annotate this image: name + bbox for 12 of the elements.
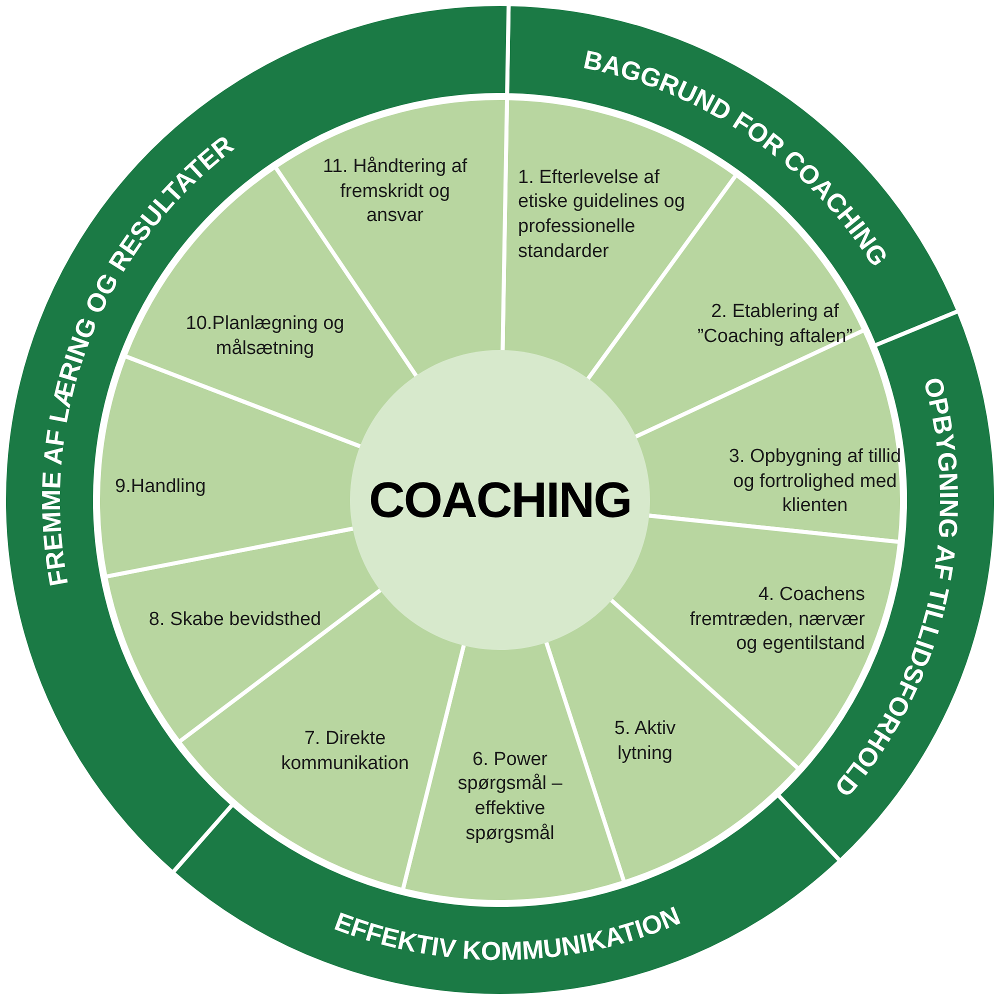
segment-label: 11. Håndtering af fremskridt og ansvar xyxy=(320,154,470,230)
segment-label: 8. Skabe bevidsthed xyxy=(130,608,340,632)
segment-label: 3. Opbygning af tillid og fortrolighed med klienten xyxy=(720,444,910,520)
center-title: COACHING xyxy=(368,470,632,530)
segment-label: 2. Etablering af ”Coaching aftalen” xyxy=(675,300,875,350)
segment-label: 6. Power spørgsmål – effektive spørgsmål xyxy=(445,748,575,846)
segment-label: 9.Handling xyxy=(115,474,265,500)
segment-label: 5. Aktiv lytning xyxy=(585,717,705,767)
center-circle xyxy=(350,350,650,650)
segment-label: 1. Efterlevelse af etiske guidelines og professionelle standarder xyxy=(518,166,688,264)
segment-label: 7. Direkte kommunikation xyxy=(270,727,420,777)
segment-label: 10.Planlægning og målsætning xyxy=(165,312,365,362)
